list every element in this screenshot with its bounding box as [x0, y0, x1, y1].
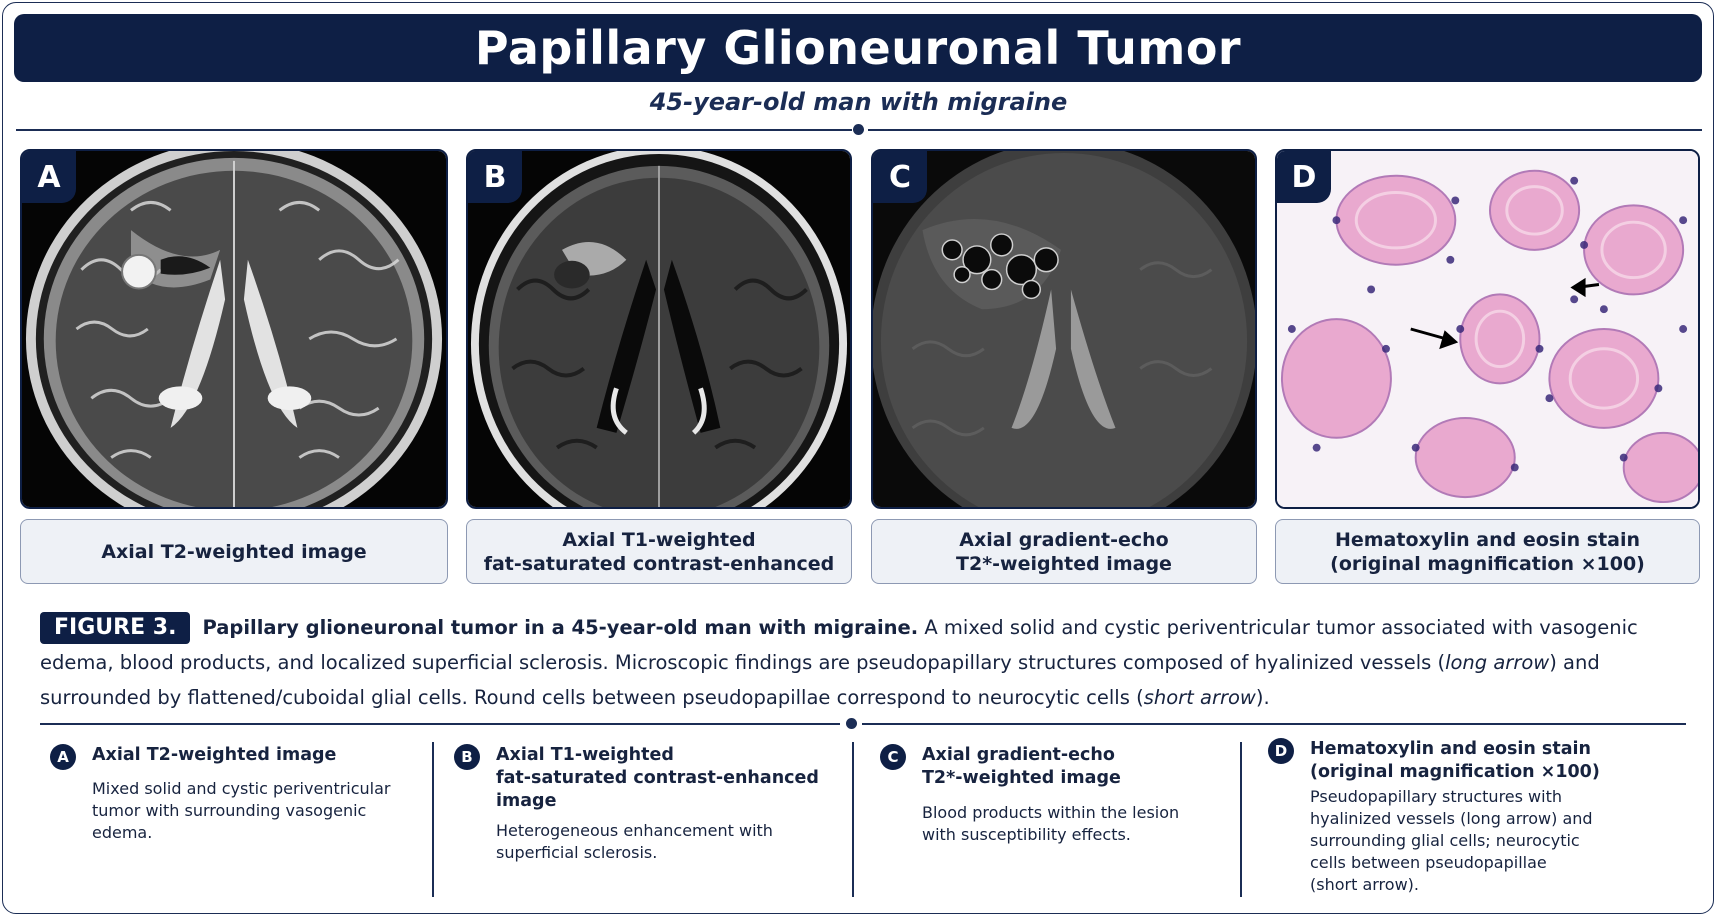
legend-b-heading: Axial T1-weighted fat-saturated contrast… — [496, 744, 819, 813]
panel-a-image: A — [20, 149, 448, 509]
legend-b-heading-line-3: image — [496, 791, 557, 811]
panel-c-caption: Axial gradient-echo T2*-weighted image — [871, 519, 1257, 584]
legend-b-body: Heterogeneous enhancement with superfici… — [496, 820, 773, 864]
legend-a-body: Mixed solid and cystic periventricular t… — [92, 778, 391, 844]
panel-b-caption-line-2: fat-saturated contrast-enhanced — [483, 552, 835, 575]
panel-b-letter: B — [468, 151, 522, 203]
legend-d-body-line-1: Pseudopapillary structures with — [1310, 787, 1562, 806]
figure-caption-short-arrow: short arrow — [1143, 686, 1256, 709]
panel-a-caption-line: Axial T2-weighted image — [101, 540, 367, 563]
legend-c-heading: Axial gradient-echo T2*-weighted image — [922, 744, 1121, 790]
figure-caption-long-arrow: long arrow — [1445, 651, 1550, 674]
gre-brain-image — [873, 151, 1255, 507]
header-rule-right — [868, 129, 1702, 131]
legend-c-body: Blood products within the lesion with su… — [922, 802, 1179, 846]
legend-a-heading-line: Axial T2-weighted image — [92, 745, 337, 765]
legend-d-body-line-3: surrounding glial cells; neurocytic — [1310, 831, 1580, 850]
header-rule-left — [16, 129, 852, 131]
legend-a-body-line-2: tumor with surrounding vasogenic — [92, 801, 367, 820]
panel-a-letter: A — [22, 151, 76, 203]
panel-b-caption: Axial T1-weighted fat-saturated contrast… — [466, 519, 852, 584]
panel-d-caption-line-2: (original magnification ×100) — [1330, 552, 1645, 575]
legend-b-badge: B — [454, 744, 480, 770]
legend-divider-1 — [432, 742, 434, 897]
legend-rule-left — [40, 723, 840, 725]
legend-a-heading: Axial T2-weighted image — [92, 744, 336, 767]
he-stain-image — [1277, 151, 1698, 507]
figure-caption-text-3: ). — [1255, 686, 1270, 709]
panel-d-letter: D — [1277, 151, 1331, 203]
legend-d-body: Pseudopapillary structures with hyaliniz… — [1310, 786, 1593, 896]
legend-divider-2 — [852, 742, 854, 897]
figure-label: FIGURE 3. — [40, 612, 191, 644]
legend-d-heading-line-1: Hematoxylin and eosin stain — [1310, 739, 1591, 759]
legend-b-body-line-1: Heterogeneous enhancement with — [496, 821, 773, 840]
subtitle: 45-year-old man with migraine — [649, 88, 1068, 116]
panel-a-caption: Axial T2-weighted image — [20, 519, 448, 584]
legend-a-body-line-1: Mixed solid and cystic periventricular — [92, 779, 391, 798]
legend-c-heading-line-2: T2*-weighted image — [922, 768, 1121, 788]
panel-d-caption-line-1: Hematoxylin and eosin stain — [1334, 528, 1641, 551]
legend-a-body-line-3: edema. — [92, 823, 153, 842]
panel-c-caption-line-1: Axial gradient-echo — [959, 528, 1169, 551]
panel-d-image: D — [1275, 149, 1700, 509]
figure-caption-lead: Papillary glioneuronal tumor in a 45-yea… — [202, 616, 919, 639]
t1-brain-image — [468, 151, 850, 507]
legend-rule-dot — [846, 718, 857, 729]
panel-c-image: C — [871, 149, 1257, 509]
legend-c-heading-line-1: Axial gradient-echo — [922, 745, 1115, 765]
legend-b-body-line-2: superficial sclerosis. — [496, 843, 658, 862]
legend-d-heading: Hematoxylin and eosin stain (original ma… — [1310, 738, 1600, 784]
legend-divider-3 — [1240, 742, 1242, 897]
legend-c-badge: C — [880, 744, 906, 770]
figure-caption: FIGURE 3. Papillary glioneuronal tumor in… — [40, 610, 1680, 715]
legend-d-heading-line-2: (original magnification ×100) — [1310, 762, 1600, 782]
legend-d-body-line-2: hyalinized vessels (long arrow) and — [1310, 809, 1593, 828]
panel-b-caption-line-1: Axial T1-weighted — [562, 528, 756, 551]
panel-b-image: B — [466, 149, 852, 509]
panel-d-caption: Hematoxylin and eosin stain (original ma… — [1275, 519, 1700, 584]
legend-b-heading-line-2: fat-saturated contrast-enhanced — [496, 768, 819, 788]
legend-c-body-line-1: Blood products within the lesion — [922, 803, 1180, 822]
panel-c-caption-line-2: T2*-weighted image — [956, 552, 1172, 575]
panel-c-letter: C — [873, 151, 927, 203]
header-rule-dot — [853, 124, 864, 135]
figure-caption-text-2: ) and surrounded by flattened/cuboidal g… — [40, 651, 1600, 709]
t2-brain-image — [22, 151, 446, 507]
legend-d-body-line-4: cells between pseudopapillae — [1310, 853, 1547, 872]
legend-rule-right — [862, 723, 1686, 725]
page-title: Papillary Glioneuronal Tumor — [474, 21, 1242, 75]
legend-b-heading-line-1: Axial T1-weighted — [496, 745, 674, 765]
legend-d-body-line-5: (short arrow). — [1310, 875, 1419, 894]
legend-d-badge: D — [1268, 738, 1294, 764]
figure-caption-text-1: A mixed solid and cystic periventricular… — [40, 616, 1638, 674]
legend-a-badge: A — [50, 744, 76, 770]
title-bar: Papillary Glioneuronal Tumor — [14, 14, 1702, 82]
legend-c-body-line-2: with susceptibility effects. — [922, 825, 1131, 844]
